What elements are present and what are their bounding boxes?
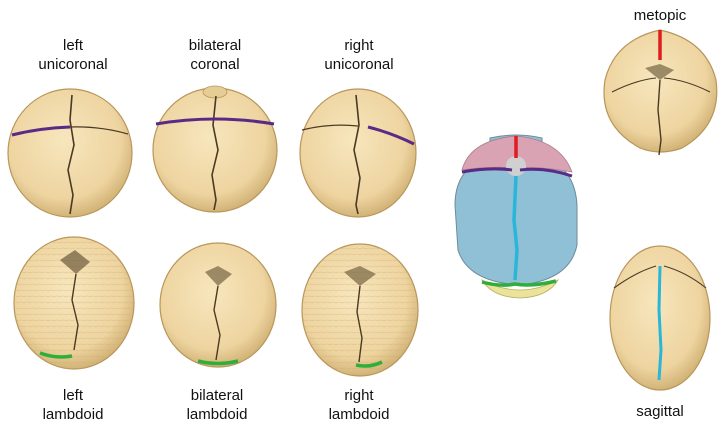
label-line: left — [62, 387, 83, 404]
skull-right-lambdoid — [301, 243, 419, 377]
sagittal-suture — [657, 79, 662, 156]
label-bilateral-lambdoid: bilateral lambdoid — [172, 386, 262, 424]
occipital-region — [480, 278, 560, 299]
coronal-suture — [613, 265, 707, 289]
label-line: lambdoid — [42, 406, 104, 423]
label-line: left — [62, 37, 83, 54]
skull-bilateral-lambdoid — [159, 242, 277, 368]
fused-coronal-suture — [11, 125, 71, 137]
anterior-fontanelle — [506, 156, 526, 176]
fused-lambdoid-suture — [355, 360, 383, 368]
coronal-suture-line-right — [519, 167, 573, 178]
skull-left-unicoronal — [7, 88, 133, 218]
skull-suture-region-diagram — [454, 134, 578, 299]
label-line: sagittal — [636, 403, 684, 420]
label-sagittal: sagittal — [620, 402, 700, 421]
coronal-suture-line-left — [461, 167, 513, 174]
label-right-unicoronal: right unicoronal — [314, 36, 404, 74]
open-coronal-suture — [301, 124, 359, 131]
label-right-lambdoid: right lambdoid — [316, 386, 402, 424]
sagittal-suture — [67, 94, 75, 215]
skull-left-lambdoid — [13, 236, 135, 370]
label-line: right — [344, 387, 374, 404]
coronal-suture — [611, 77, 711, 93]
label-line: bilateral — [188, 37, 242, 54]
skull-sagittal — [609, 245, 711, 391]
label-line: unicoronal — [38, 56, 108, 73]
skull-bilateral-coronal — [152, 85, 278, 213]
skull-metopic — [603, 29, 718, 156]
label-metopic: metopic — [620, 6, 700, 25]
label-bilateral-coronal: bilateral coronal — [172, 36, 258, 74]
lambdoid-suture-line — [481, 279, 557, 287]
fused-sagittal-suture — [657, 265, 663, 381]
sagittal-suture — [71, 273, 79, 351]
sagittal-suture — [353, 94, 361, 215]
label-line: bilateral — [190, 387, 244, 404]
sagittal-suture-line — [512, 175, 519, 281]
label-line: lambdoid — [328, 406, 390, 423]
label-line: metopic — [633, 7, 687, 24]
label-line: coronal — [190, 56, 240, 73]
label-left-unicoronal: left unicoronal — [30, 36, 116, 74]
fused-lambdoid-suture — [197, 359, 239, 366]
label-line: lambdoid — [186, 406, 248, 423]
label-line: unicoronal — [324, 56, 394, 73]
sagittal-suture — [356, 285, 363, 363]
skull-right-unicoronal — [299, 88, 417, 218]
fused-coronal-suture — [155, 117, 275, 126]
sagittal-suture — [213, 285, 221, 361]
fused-lambdoid-suture — [39, 351, 73, 359]
fused-coronal-suture — [367, 125, 415, 146]
label-line: right — [344, 37, 374, 54]
label-left-lambdoid: left lambdoid — [30, 386, 116, 424]
open-coronal-suture — [69, 126, 129, 135]
